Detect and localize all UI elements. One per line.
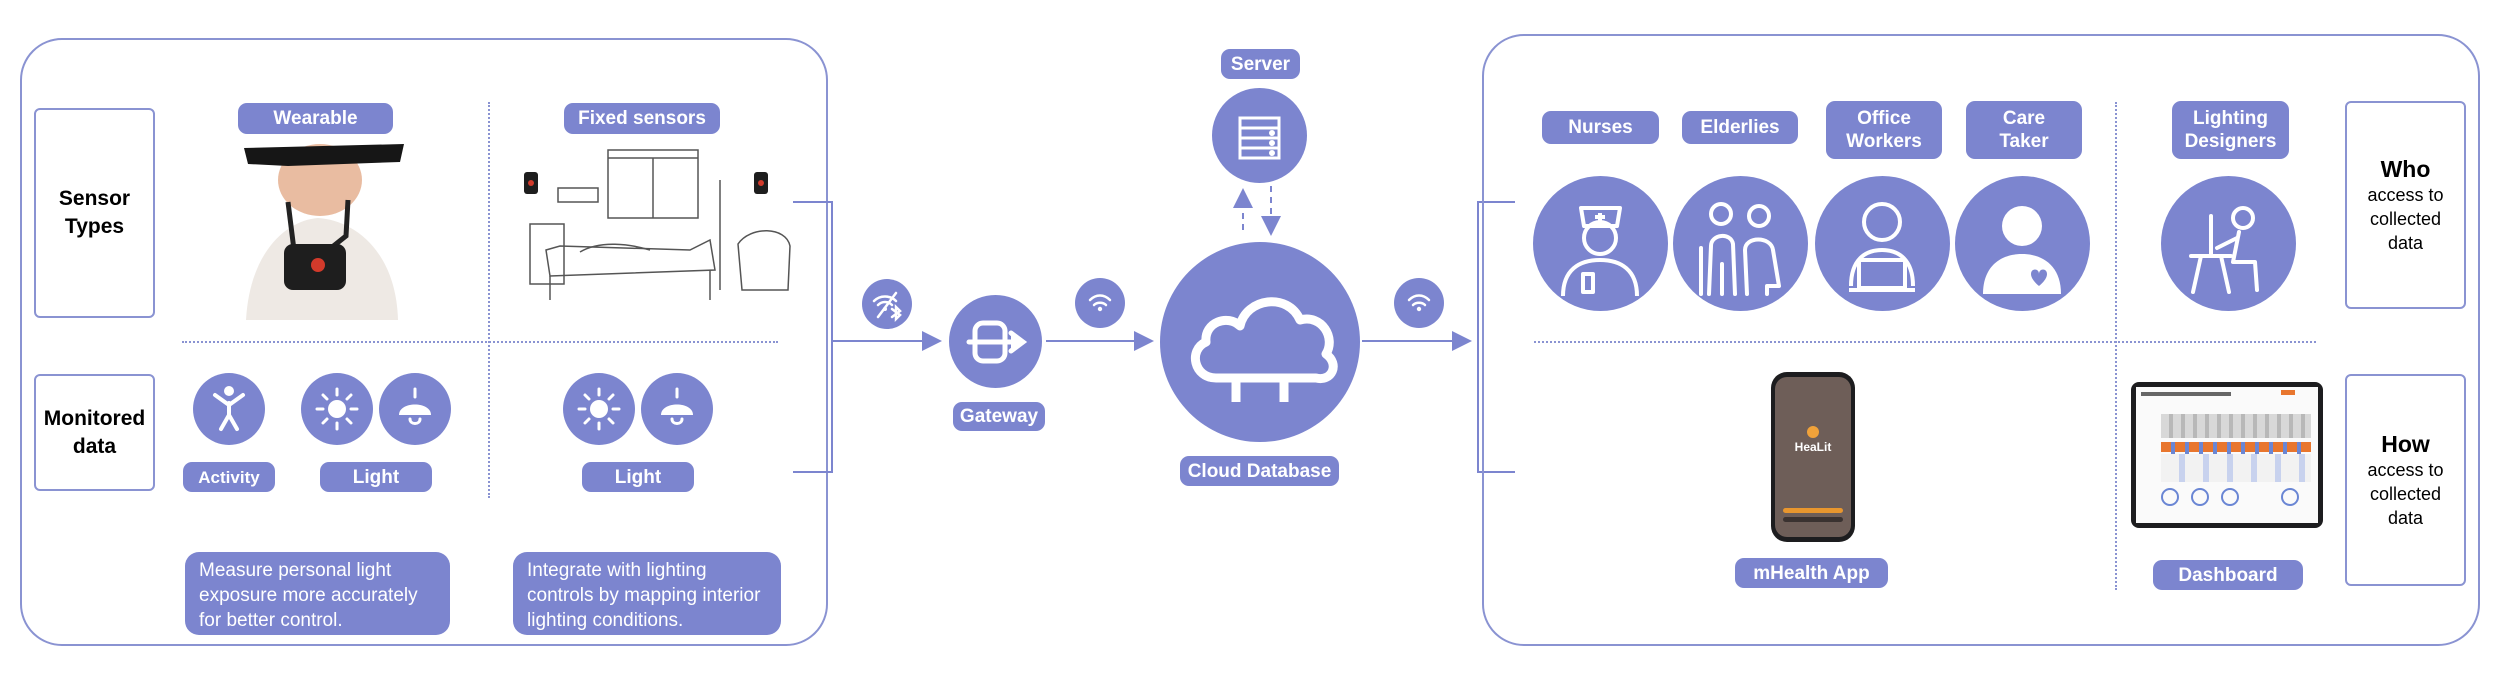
sun-icon xyxy=(301,373,373,445)
user-label-office-workers: Office Workers xyxy=(1826,101,1942,159)
divider-vertical-right xyxy=(2115,102,2117,590)
nurse-icon xyxy=(1533,176,1668,311)
divider-horizontal-left xyxy=(182,341,778,343)
user-label-nurses: Nurses xyxy=(1542,111,1659,144)
wearable-label: Wearable xyxy=(238,103,393,134)
row-label-monitored-data: Monitored data xyxy=(34,374,155,491)
fixed-sensors-label: Fixed sensors xyxy=(564,103,720,134)
lighting-designers-label: Lighting Designers xyxy=(2172,101,2289,159)
how-subtitle: access to collected data xyxy=(2367,460,2444,528)
bedroom-sensors-illustration xyxy=(510,140,800,320)
row-label-sensor-types: Sensor Types xyxy=(34,108,155,318)
server-icon xyxy=(1212,88,1307,183)
mhealth-app-phone: HeaLit xyxy=(1771,372,1855,542)
wifi-icon xyxy=(1075,278,1125,328)
gateway-icon xyxy=(949,295,1042,388)
lighting-designer-icon xyxy=(2161,176,2296,311)
sun-icon xyxy=(563,373,635,445)
caretaker-icon xyxy=(1955,176,2090,311)
who-subtitle: access to collected data xyxy=(2367,185,2444,253)
dashboard-label: Dashboard xyxy=(2153,560,2303,590)
sensor-panel xyxy=(20,38,828,646)
activity-label: Activity xyxy=(183,462,275,492)
wifi-bluetooth-icon xyxy=(862,279,912,329)
divider-vertical-left xyxy=(488,102,490,498)
users-panel xyxy=(1482,34,2480,646)
app-logo-icon xyxy=(1807,426,1819,438)
office-worker-icon xyxy=(1815,176,1950,311)
fixed-sensors-description: Integrate with lighting controls by mapp… xyxy=(513,552,781,635)
how-box: How access to collected data xyxy=(2345,374,2466,586)
wifi-icon xyxy=(1394,278,1444,328)
gateway-label: Gateway xyxy=(953,402,1045,431)
user-label-care-taker: Care Taker xyxy=(1966,101,2082,159)
activity-icon xyxy=(193,373,265,445)
wearable-description: Measure personal light exposure more acc… xyxy=(185,552,450,635)
who-title: Who xyxy=(2380,156,2431,182)
how-title: How xyxy=(2381,431,2430,457)
mhealth-app-label: mHealth App xyxy=(1735,558,1888,588)
cloud-database-icon xyxy=(1160,242,1360,442)
user-label-elderlies: Elderlies xyxy=(1682,111,1798,144)
light-label: Light xyxy=(320,462,432,492)
dashboard-tablet xyxy=(2131,382,2323,528)
row-label-text: Monitored data xyxy=(43,406,146,458)
cloud-database-label: Cloud Database xyxy=(1180,456,1339,486)
lamp-icon xyxy=(641,373,713,445)
who-box: Who access to collected data xyxy=(2345,101,2466,309)
light-label: Light xyxy=(582,462,694,492)
row-label-text: Sensor Types xyxy=(58,187,131,238)
divider-horizontal-right xyxy=(1534,341,2316,343)
lamp-icon xyxy=(379,373,451,445)
server-label: Server xyxy=(1221,49,1300,79)
elderly-icon xyxy=(1673,176,1808,311)
wearable-sensor-photo xyxy=(228,140,408,320)
app-name: HeaLit xyxy=(1794,440,1832,454)
